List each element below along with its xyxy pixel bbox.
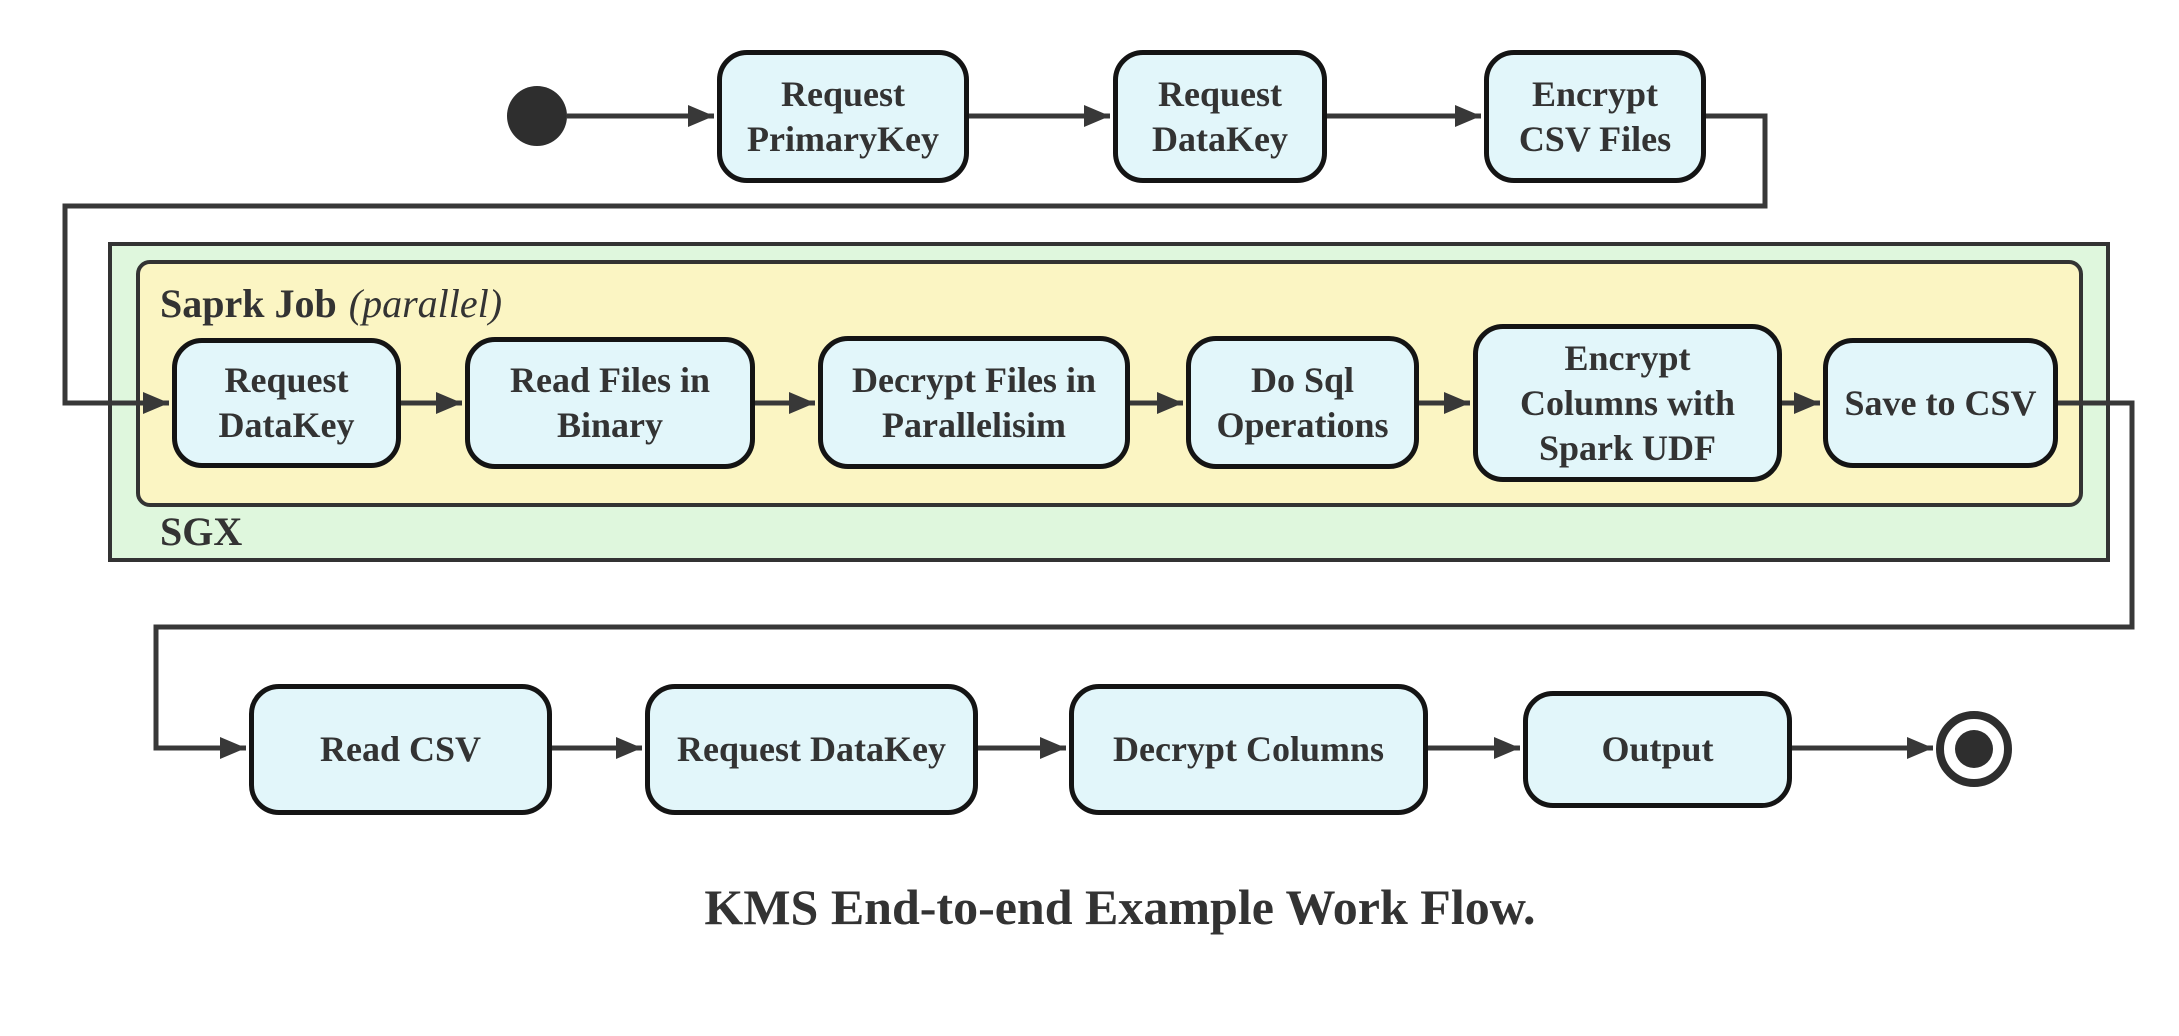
- node-label: Read CSV: [319, 729, 481, 769]
- diagram-caption: KMS End-to-end Example Work Flow.: [704, 879, 1536, 935]
- end-node-dot: [1955, 730, 1993, 768]
- node-label: Encrypt CSV Files: [1518, 73, 1672, 159]
- edge-save-to-csv-to-read-csv: [153, 400, 2135, 759]
- node-label: Decrypt Files in Parallelisim: [852, 359, 1096, 445]
- node-label: Request DataKey: [1152, 73, 1288, 159]
- spark-job-label-text: Saprk Job: [160, 281, 337, 326]
- spark-job-container-label: Saprk Job(parallel): [160, 284, 502, 324]
- node-label: Request DataKey: [677, 729, 946, 769]
- node-label: Do Sql Operations: [1216, 359, 1389, 445]
- node-label: Decrypt Columns: [1113, 729, 1384, 769]
- node-request-datakey-sgx: Request DataKey: [172, 338, 401, 468]
- node-save-to-csv: Save to CSV: [1823, 338, 2058, 468]
- node-request-datakey-bottom: Request DataKey: [645, 684, 978, 815]
- spark-job-parallel-qualifier: (parallel): [348, 281, 503, 326]
- node-label: Output: [1601, 729, 1714, 769]
- sgx-container-label: SGX: [160, 509, 243, 554]
- node-label: Save to CSV: [1844, 382, 2037, 423]
- end-node: [1936, 711, 2012, 787]
- node-read-csv: Read CSV: [249, 684, 552, 815]
- node-decrypt-columns: Decrypt Columns: [1069, 684, 1428, 815]
- node-output: Output: [1523, 691, 1792, 808]
- node-label: Read Files in Binary: [509, 360, 710, 445]
- node-request-datakey-top: Request DataKey: [1113, 50, 1327, 183]
- edge-encrypt-csv-files-to-sgx-request-datakey: [62, 113, 1768, 414]
- node-request-primarykey: Request PrimaryKey: [717, 50, 969, 183]
- node-label: Encrypt Columns with Spark UDF: [1519, 337, 1736, 468]
- node-label: Request PrimaryKey: [747, 73, 939, 159]
- start-node: [507, 86, 567, 146]
- node-read-files-in-binary: Read Files in Binary: [465, 337, 755, 469]
- node-do-sql-operations: Do Sql Operations: [1186, 336, 1419, 469]
- node-label: Request DataKey: [218, 360, 355, 445]
- node-encrypt-csv-files: Encrypt CSV Files: [1484, 50, 1706, 183]
- node-encrypt-columns-with-spark-udf: Encrypt Columns with Spark UDF: [1473, 324, 1782, 482]
- node-decrypt-files-in-parallelisim: Decrypt Files in Parallelisim: [818, 336, 1130, 469]
